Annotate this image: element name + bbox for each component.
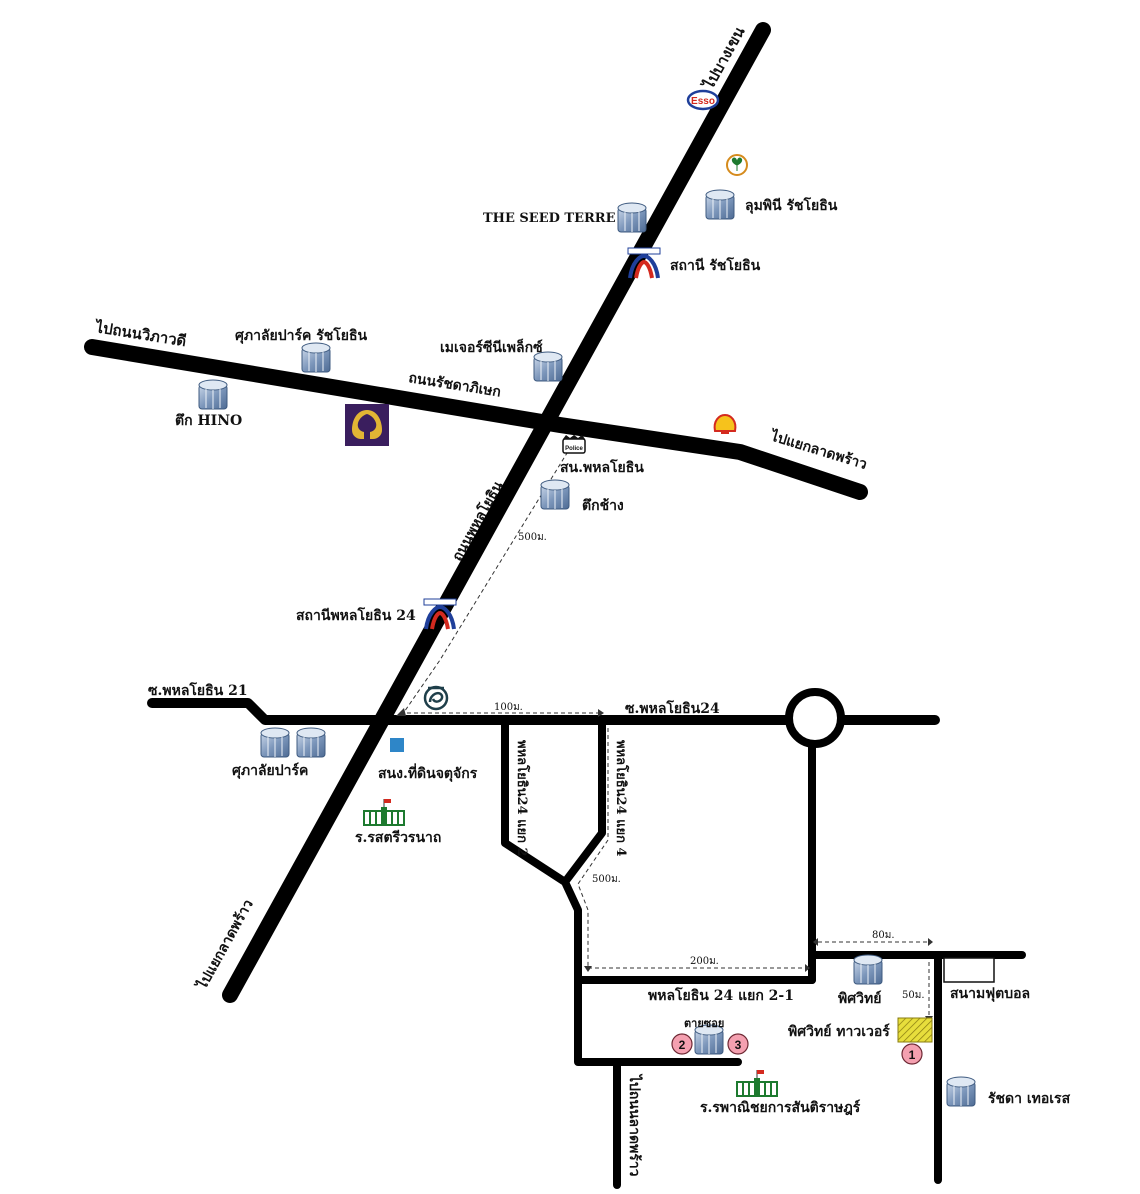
tuk-chang-building-icon: [540, 479, 570, 510]
supalai-park-building-icon-2: [296, 727, 326, 758]
label-sarasas-school: ร.รสตรีวรนาถ: [355, 830, 441, 846]
bts-ratchayothin-icon: [626, 246, 662, 280]
label-phitsawat-tower: พิศวิทย์ ทาวเวอร์: [788, 1023, 890, 1040]
label-yaek-2-1: พหลโยธิน 24 แยก 2-1: [648, 986, 794, 1004]
label-yaek-2: พหลโยธิน24 แยก 2: [514, 740, 531, 857]
label-soi-21: ซ.พหลโยธิน 21: [148, 681, 248, 699]
ptt-icon: [423, 685, 449, 711]
esso-icon: Esso: [686, 89, 720, 111]
label-yaek-4: พหลโยธิน24 แยก 4: [613, 740, 630, 857]
label-commerce-school: ร.รพาณิชยการสันติราษฎร์: [700, 1099, 861, 1116]
marker-1: 1: [901, 1043, 923, 1065]
distance-80m: 80ม.: [872, 930, 895, 941]
label-major: เมเจอร์ซีนีเพล็กซ์: [440, 338, 543, 356]
supalai-park-ratchayothin-building-icon: [301, 342, 331, 373]
roundabout: [785, 688, 845, 748]
phahonyothin-road: [222, 22, 771, 1003]
football-field-icon: [943, 957, 995, 983]
label-land-office: สนง.ที่ดินจตุจักร: [378, 763, 478, 782]
label-ratchada-terrace: รัชดา เทอเรส: [988, 1091, 1071, 1107]
distance-500m-lower: 500ม.: [592, 874, 621, 885]
phitsawat-tower-target: [897, 1017, 933, 1043]
ratchadaphisek-road: [84, 339, 868, 500]
lumpini-building-icon: [705, 189, 735, 220]
shell-icon: [713, 413, 737, 434]
commerce-school-icon: [736, 1069, 778, 1097]
svg-text:1: 1: [909, 1048, 916, 1062]
distance-100m: 100ม.: [494, 702, 523, 713]
esso-text: Esso: [691, 96, 715, 107]
label-supalai-park: ศุภาลัยปาร์ค: [232, 762, 308, 779]
distance-50m: 50ม.: [902, 990, 925, 1001]
svg-text:3: 3: [735, 1038, 742, 1052]
label-end-of-soi: ตายซอย: [684, 1017, 724, 1030]
ratchada-terrace-building-icon: [946, 1076, 976, 1107]
major-building-icon: [533, 351, 563, 382]
label-football-field: สนามฟุตบอล: [950, 986, 1030, 1002]
label-to-lat-phrao-road: ไปถนนลาดพร้าว: [626, 1073, 644, 1177]
phitsawat-building-icon: [853, 954, 883, 985]
label-ratchayothin-station: สถานี รัชโยธิน: [670, 256, 761, 274]
land-office-icon: [390, 738, 404, 752]
label-phitsawat: พิศวิทย์: [838, 990, 881, 1007]
yaek-4-road: [561, 720, 606, 886]
label-tuk-chang: ตึกช้าง: [582, 497, 624, 514]
roads: [84, 22, 1026, 1189]
seed-terre-building-icon: [617, 202, 647, 233]
label-police-station: สน.พหลโยธิน: [560, 458, 644, 476]
label-phahonyothin24-station: สถานีพหลโยธิน 24: [296, 606, 416, 624]
label-hino: ตึก HINO: [175, 412, 242, 429]
hino-building-icon: [198, 379, 228, 410]
soi-21-road: [147, 698, 390, 725]
label-supalai-park-ratchayothin: ศุภาลัยปาร์ค รัชโยธิน: [235, 326, 368, 344]
svg-text:2: 2: [679, 1038, 686, 1052]
sarasas-school-icon: [363, 798, 405, 826]
supalai-park-building-icon-1: [260, 727, 290, 758]
dash-police-to-24-station: [399, 439, 576, 719]
marker-2: 2: [671, 1033, 693, 1055]
marker-3: 3: [727, 1033, 749, 1055]
dash-500m-lower: [577, 728, 609, 968]
yaek-2-road: [501, 720, 742, 1066]
police-icon: Police: [562, 435, 586, 454]
distance-guides: [396, 439, 933, 1022]
label-soi-24: ซ.พหลโยธิน24: [625, 699, 720, 717]
distance-200m: 200ม.: [690, 956, 719, 967]
police-logo-text: Police: [565, 446, 583, 452]
kbank-icon: [726, 154, 748, 176]
label-lumpini: ลุมพินี รัชโยธิน: [745, 196, 838, 214]
bank-logo-icon: [345, 404, 389, 446]
distance-500m-upper: 500ม.: [518, 532, 547, 543]
label-seed-terre: THE SEED TERRE: [483, 211, 616, 226]
